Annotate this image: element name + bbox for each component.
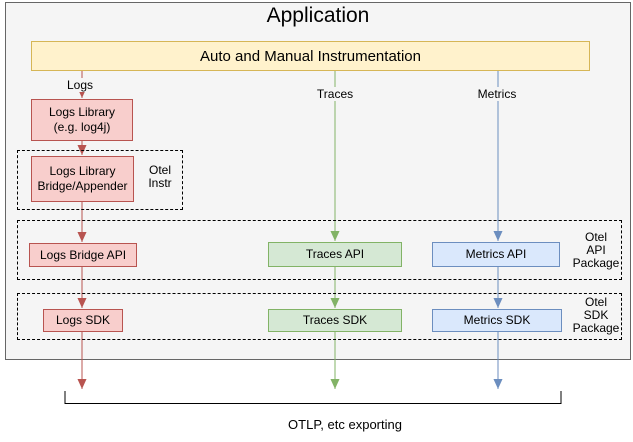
traces-sdk-box: Traces SDK [268, 309, 402, 332]
logs-bridge-api-box: Logs Bridge API [29, 243, 137, 267]
traces-signal-label: Traces [314, 87, 356, 101]
otel-sdk-package-group [17, 293, 622, 340]
otel-api-package-group [17, 220, 622, 280]
otel-api-package-label: Otel API Package [572, 230, 620, 270]
otel-instr-label: Otel Instr [148, 163, 172, 190]
metrics-sdk-box: Metrics SDK [432, 309, 562, 332]
instrumentation-box: Auto and Manual Instrumentation [31, 41, 590, 71]
export-bracket [64, 391, 562, 404]
traces-api-box: Traces API [268, 242, 402, 267]
otel-instr-group [17, 150, 183, 210]
metrics-api-box: Metrics API [432, 242, 560, 267]
instrumentation-label: Auto and Manual Instrumentation [200, 47, 421, 65]
otel-sdk-package-label: Otel SDK Package [572, 295, 620, 335]
application-title: Application [266, 4, 370, 27]
logs-signal-label: Logs [64, 78, 96, 92]
metrics-signal-label: Metrics [475, 87, 519, 101]
logs-bridge-appender-box: Logs Library Bridge/Appender [31, 156, 134, 202]
export-label: OTLP, etc exporting [288, 417, 402, 432]
logs-library-box: Logs Library (e.g. log4j) [31, 99, 133, 141]
logs-sdk-box: Logs SDK [43, 309, 123, 332]
